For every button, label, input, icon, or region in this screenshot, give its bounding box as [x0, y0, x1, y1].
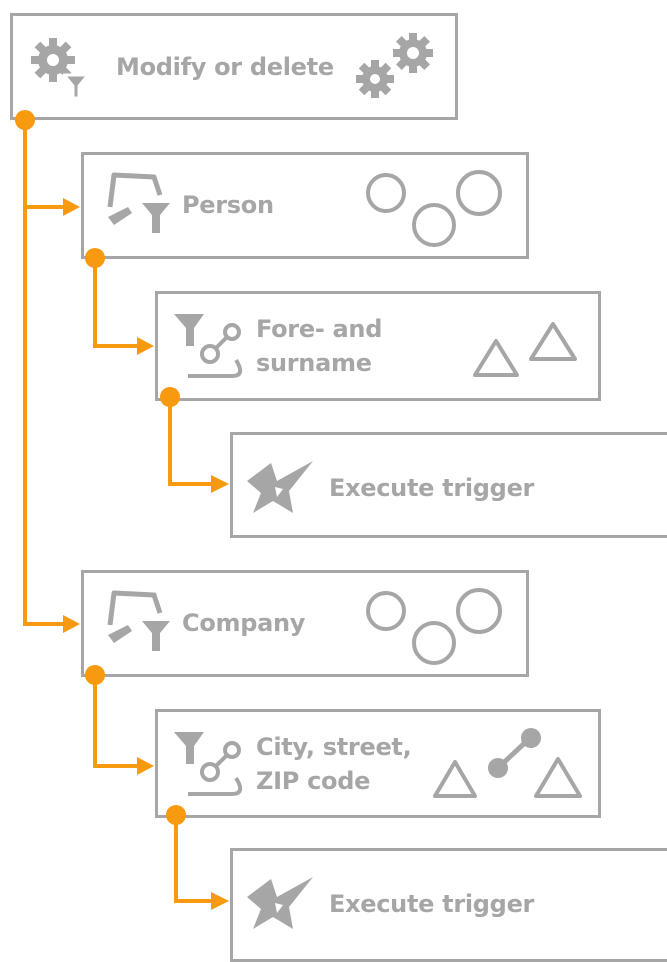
table-filter-icon [107, 590, 170, 651]
arrowhead [63, 615, 80, 633]
node-modify-or-delete: Modify or delete [10, 13, 458, 120]
filter-link-icon [174, 732, 243, 796]
arrowhead [137, 337, 154, 355]
node-label-line-1: Fore- and [256, 315, 383, 343]
node-label-line-2: ZIP code [256, 767, 371, 795]
node-label-line-1: City, street, [256, 733, 412, 761]
gear-filter-icon [31, 38, 88, 98]
gears-icon [356, 33, 433, 98]
connector-dot [15, 110, 35, 130]
node-city-street-zip: City, street, ZIP code [155, 709, 601, 818]
arrowhead [211, 892, 229, 910]
node-label: Execute trigger [329, 474, 535, 502]
node-label-line-2: surname [256, 349, 372, 377]
node-execute-trigger-1: Execute trigger [230, 432, 667, 538]
linked-triangles-icon [433, 728, 582, 798]
node-company: Company [81, 570, 529, 677]
connector-dot [85, 248, 105, 268]
node-fore-and-surname: Fore- and surname [155, 291, 601, 401]
star-trigger-icon [247, 877, 313, 929]
node-label: Company [182, 609, 306, 637]
arrowhead [137, 757, 154, 775]
filter-link-icon [174, 314, 243, 378]
arrowhead [211, 475, 229, 493]
node-label: Modify or delete [116, 53, 334, 81]
arrowhead [63, 198, 80, 216]
connector-dot [85, 665, 105, 685]
node-label: Execute trigger [329, 890, 535, 918]
node-person: Person [81, 152, 529, 259]
three-circles-icon [366, 170, 502, 247]
star-trigger-icon [247, 461, 313, 513]
connector-dot [166, 805, 186, 825]
two-triangles-icon [473, 322, 577, 377]
connector-dot [160, 387, 180, 407]
three-circles-icon [366, 588, 502, 665]
node-label: Person [182, 191, 274, 219]
table-filter-icon [107, 172, 170, 233]
